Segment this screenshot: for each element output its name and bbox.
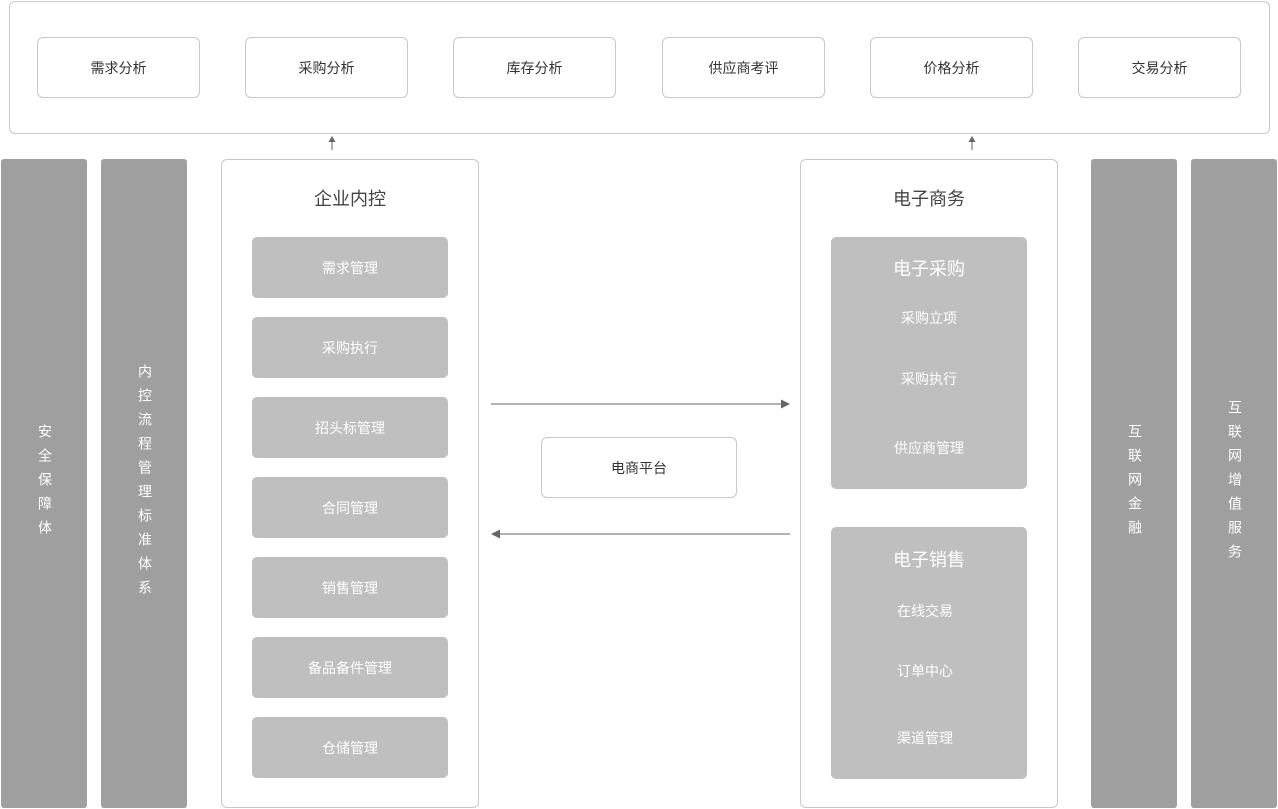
e-procurement-title: 电子采购 <box>893 259 965 280</box>
internet-value-added-bar: 互联网增值服务 <box>1191 159 1277 808</box>
module-contract-management[interactable]: 合同管理 <box>252 477 448 538</box>
e-procurement-item-supplier[interactable]: 供应商管理 <box>894 441 964 457</box>
e-sales-item-online-trade[interactable]: 在线交易 <box>897 604 953 620</box>
internet-finance-bar: 互联网金融 <box>1091 159 1177 808</box>
e-procurement-group <box>831 237 1027 489</box>
module-bidding-management[interactable]: 招头标管理 <box>252 397 448 458</box>
internet-value-added-label: 互联网增值服务 <box>1226 399 1242 568</box>
analysis-item-trade[interactable]: 交易分析 <box>1078 37 1241 98</box>
module-warehouse-management[interactable]: 仓储管理 <box>252 717 448 778</box>
analysis-item-demand[interactable]: 需求分析 <box>37 37 200 98</box>
module-sales-management[interactable]: 销售管理 <box>252 557 448 618</box>
internal-control-standard-label: 内控流程管理标准体系 <box>136 363 152 604</box>
analysis-item-purchase[interactable]: 采购分析 <box>245 37 408 98</box>
ecommerce-title: 电子商务 <box>893 189 965 210</box>
module-demand-management[interactable]: 需求管理 <box>252 237 448 298</box>
security-system-bar: 安全保障体 <box>1 159 87 808</box>
e-sales-title: 电子销售 <box>893 550 965 571</box>
analysis-item-price[interactable]: 价格分析 <box>870 37 1033 98</box>
internal-control-standard-bar: 内控流程管理标准体系 <box>101 159 187 808</box>
e-sales-item-channel[interactable]: 渠道管理 <box>897 731 953 747</box>
e-procurement-item-execution[interactable]: 采购执行 <box>901 372 957 388</box>
e-sales-item-order-center[interactable]: 订单中心 <box>897 664 953 680</box>
analysis-item-inventory[interactable]: 库存分析 <box>453 37 616 98</box>
internet-finance-label: 互联网金融 <box>1126 423 1142 544</box>
analysis-item-supplier[interactable]: 供应商考评 <box>662 37 825 98</box>
e-procurement-item-project[interactable]: 采购立项 <box>901 311 957 327</box>
module-spare-parts-management[interactable]: 备品备件管理 <box>252 637 448 698</box>
ecommerce-platform-box[interactable]: 电商平台 <box>541 437 737 498</box>
security-system-label: 安全保障体 <box>36 423 52 544</box>
module-purchase-execution[interactable]: 采购执行 <box>252 317 448 378</box>
enterprise-control-title: 企业内控 <box>314 189 386 210</box>
analysis-panel <box>9 1 1270 134</box>
e-sales-group <box>831 527 1027 779</box>
